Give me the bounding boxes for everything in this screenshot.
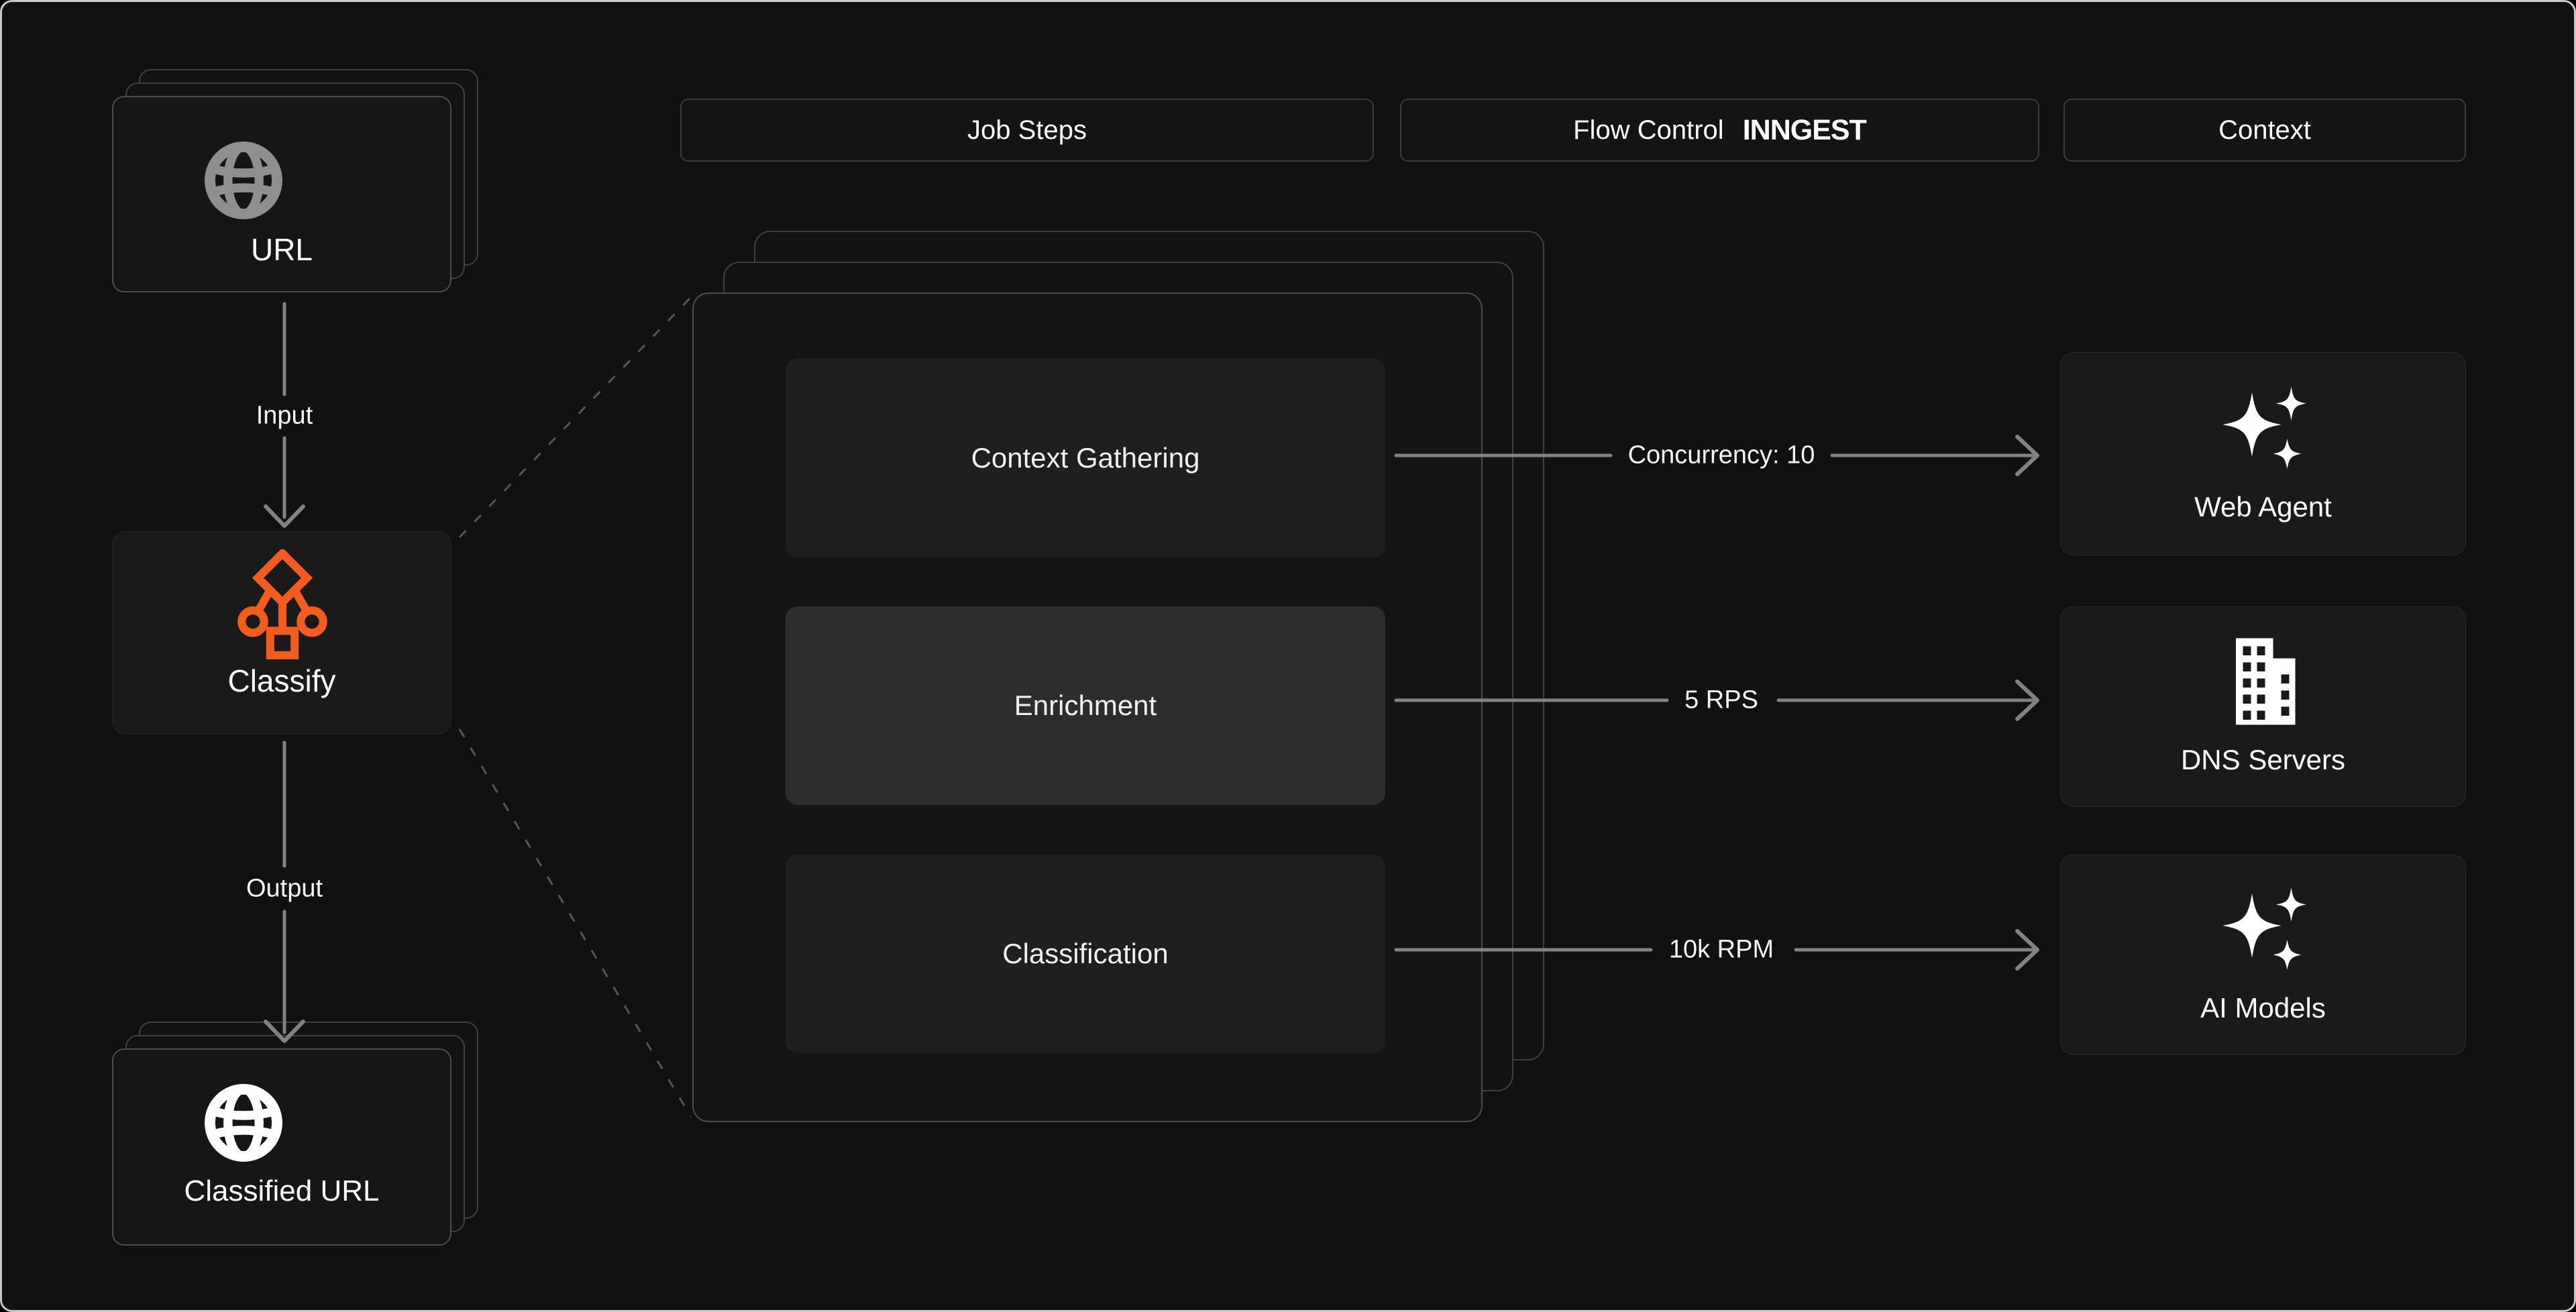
classify-node-label: Classify xyxy=(227,663,336,698)
classify-node: Classify xyxy=(112,531,451,734)
context-card-ai-models: AI Models xyxy=(2060,855,2466,1055)
arrow-down-icon xyxy=(264,1020,305,1043)
job-step-enrichment: Enrichment xyxy=(786,606,1385,805)
dashed-connector-top xyxy=(458,296,692,539)
header-job-steps: Job Steps xyxy=(680,99,1374,162)
classified-url-card: Classified URL xyxy=(112,1048,451,1246)
url-card: URL xyxy=(112,96,451,292)
globe-icon xyxy=(205,1084,282,1162)
sparkles-icon xyxy=(2222,386,2306,469)
input-edge-label: Input xyxy=(256,401,313,430)
header-context: Context xyxy=(2063,99,2466,162)
job-step-label: Classification xyxy=(1002,938,1169,969)
classified-url-card-label: Classified URL xyxy=(184,1174,380,1207)
arrow-right-icon xyxy=(2015,435,2039,476)
job-step-label: Context Gathering xyxy=(971,441,1200,474)
header-flow-control-label: Flow Control xyxy=(1573,115,1724,145)
header-flow-control: Flow Control INNGEST xyxy=(1400,99,2039,162)
context-card-web-agent: Web Agent xyxy=(2060,352,2466,555)
url-card-label: URL xyxy=(250,232,313,267)
header-context-label: Context xyxy=(2218,115,2311,145)
job-step-label: Enrichment xyxy=(1014,690,1157,721)
context-card-label: DNS Servers xyxy=(2180,744,2346,775)
building-icon xyxy=(2236,638,2296,725)
flow-control-label-rpm: 10k RPM xyxy=(1668,935,1774,964)
flow-control-label-concurrency: Concurrency: 10 xyxy=(1627,441,1815,470)
job-step-classification: Classification xyxy=(786,855,1385,1053)
classify-workflow-icon xyxy=(237,549,327,659)
arrow-down-icon xyxy=(264,504,305,528)
output-edge-label: Output xyxy=(246,874,323,903)
sparkles-icon xyxy=(2222,887,2306,970)
dashed-connector-bottom xyxy=(458,728,692,1117)
context-card-label: AI Models xyxy=(2200,992,2326,1024)
job-step-context-gathering: Context Gathering xyxy=(786,358,1385,557)
inngest-logo: INNGEST xyxy=(1742,113,1867,146)
flow-control-label-rps: 5 RPS xyxy=(1684,686,1758,714)
context-card-dns-servers: DNS Servers xyxy=(2060,606,2466,807)
arrow-right-icon xyxy=(2015,929,2039,971)
globe-icon xyxy=(205,142,282,219)
context-card-label: Web Agent xyxy=(2194,491,2332,523)
header-job-steps-label: Job Steps xyxy=(967,115,1087,145)
arrow-right-icon xyxy=(2015,679,2039,721)
